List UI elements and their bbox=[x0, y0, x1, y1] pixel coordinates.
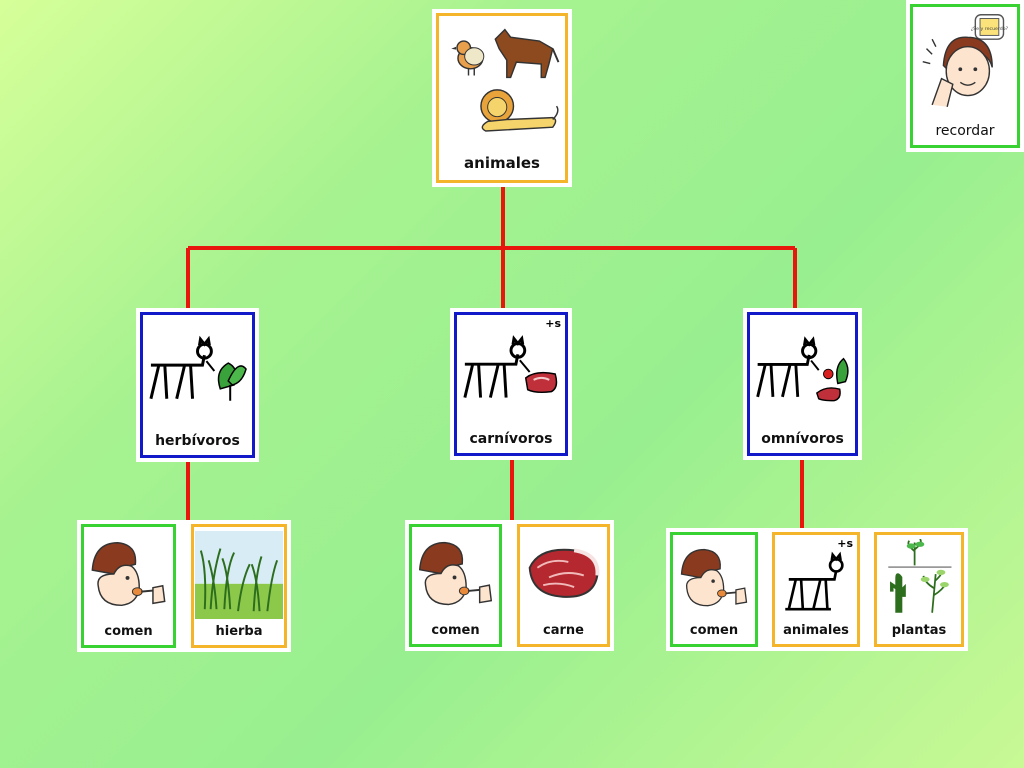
card-animales[interactable]: +s animales bbox=[768, 528, 864, 651]
card-group-herbivoros: comen hierba bbox=[77, 520, 291, 652]
carnivore-icon bbox=[457, 319, 565, 427]
eating-boy-icon bbox=[673, 539, 755, 618]
card-plantas[interactable]: plantas bbox=[870, 528, 968, 651]
grass-icon bbox=[194, 531, 284, 619]
root-label: animales bbox=[464, 154, 540, 172]
card-label: carne bbox=[543, 623, 584, 638]
animal-icon bbox=[775, 539, 857, 618]
card-comen[interactable]: comen bbox=[77, 520, 180, 652]
card-label: comen bbox=[689, 623, 739, 638]
plural-mark: +s bbox=[837, 537, 853, 550]
card-label: plantas bbox=[891, 623, 947, 638]
thought-note-text: ¿Se y recuerdo? bbox=[971, 26, 1009, 32]
card-group-carnivoros: comen carne bbox=[405, 520, 614, 651]
eating-boy-icon bbox=[412, 531, 499, 618]
plants-icon bbox=[877, 539, 961, 618]
category-card-omnivoros[interactable]: omnívoros bbox=[743, 308, 862, 460]
card-carne[interactable]: carne bbox=[513, 520, 614, 651]
category-label: carnívoros bbox=[469, 431, 553, 447]
category-card-carnivoros[interactable]: +s carnívoros bbox=[450, 308, 572, 460]
remember-card[interactable]: ¿Se y recuerdo? recordar bbox=[906, 0, 1024, 152]
card-hierba[interactable]: hierba bbox=[187, 520, 291, 652]
category-card-herbivoros[interactable]: herbívoros bbox=[136, 308, 259, 462]
card-label: comen bbox=[431, 623, 480, 638]
plural-mark: +s bbox=[545, 317, 561, 330]
eating-boy-icon bbox=[84, 531, 173, 619]
category-label: herbívoros bbox=[155, 433, 240, 449]
animals-icon bbox=[439, 20, 565, 154]
omnivore-icon bbox=[750, 319, 855, 427]
card-comen[interactable]: comen bbox=[666, 528, 762, 651]
card-label: hierba bbox=[215, 624, 263, 639]
category-label: omnívoros bbox=[761, 431, 844, 447]
root-card[interactable]: animales bbox=[432, 9, 572, 187]
card-comen[interactable]: comen bbox=[405, 520, 506, 651]
card-label: comen bbox=[104, 624, 153, 639]
herbivore-icon bbox=[143, 319, 252, 429]
thinking-girl-icon: ¿Se y recuerdo? bbox=[913, 11, 1017, 119]
meat-icon bbox=[520, 531, 607, 618]
card-group-omnivoros: comen +s animales bbox=[666, 528, 968, 651]
remember-label: recordar bbox=[935, 123, 995, 139]
card-label: animales bbox=[783, 623, 849, 638]
